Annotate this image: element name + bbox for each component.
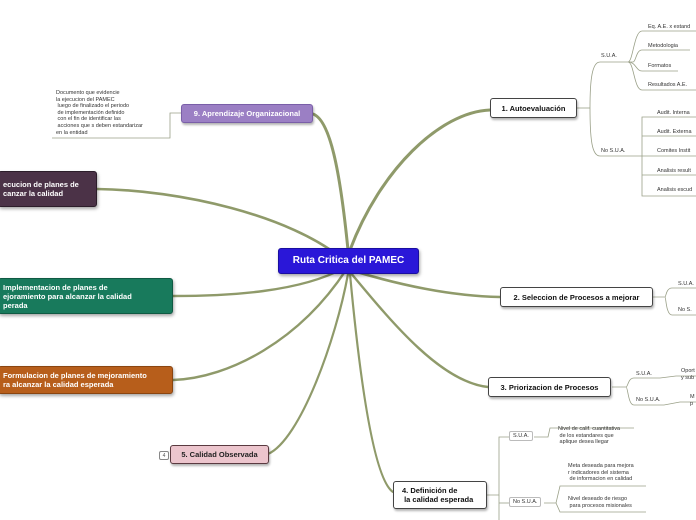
link-b5 bbox=[266, 272, 350, 456]
b1-sua-item[interactable]: Eq. A.E. x estand bbox=[648, 24, 691, 30]
link-b1 bbox=[348, 108, 492, 252]
link-b7 bbox=[171, 266, 346, 298]
b2-sua-label[interactable]: S.U.A. bbox=[678, 281, 694, 287]
b1-nosua-item[interactable]: Audit. Externa bbox=[657, 129, 692, 135]
b3-nosua-text[interactable]: M p bbox=[690, 394, 695, 407]
b1-sua-label[interactable]: S.U.A. bbox=[601, 53, 617, 59]
link-b9 bbox=[311, 112, 350, 252]
b4-nosua-text-2[interactable]: Nivel deseado de riesgo para procesos mi… bbox=[568, 496, 632, 509]
b1-sua-item[interactable]: Metodologia bbox=[648, 43, 678, 49]
b2-nosua-label[interactable]: No S. bbox=[678, 307, 692, 313]
b4-sua-text[interactable]: Nivel de calif. cuantitativa de los esta… bbox=[558, 426, 621, 446]
branch-calidad-observada[interactable]: 5. Calidad Observada bbox=[170, 445, 269, 464]
b1-nosua-item[interactable]: Audit. Interna bbox=[657, 110, 690, 116]
link-b2 bbox=[348, 268, 502, 299]
branch-implementacion-planes[interactable]: Implementacion de planes de ejoramiento … bbox=[0, 278, 173, 314]
branch-autoevaluacion[interactable]: 1. Autoevaluación bbox=[490, 98, 577, 118]
b4-sua-label[interactable]: S.U.A. bbox=[509, 431, 533, 441]
b1-nosua-item[interactable]: Comites Instit bbox=[657, 148, 691, 154]
b4-nosua-text-1[interactable]: Meta deseada para mejora r indicadores d… bbox=[568, 463, 634, 483]
b4-nosua-label[interactable]: No S.U.A. bbox=[509, 497, 542, 507]
b9-note[interactable]: Documento que evidencie la ejecucion del… bbox=[56, 90, 143, 136]
b1-sua-item[interactable]: Resultados A.E. bbox=[648, 82, 688, 88]
b1-nosua-label[interactable]: No S.U.A. bbox=[601, 148, 626, 154]
b3-nosua-label[interactable]: No S.U.A. bbox=[636, 397, 661, 403]
b3-sua-label[interactable]: S.U.A. bbox=[636, 371, 652, 377]
b1-sua-item[interactable]: Formatos bbox=[648, 63, 672, 69]
b1-nosua-item[interactable]: Analisis escud bbox=[657, 187, 693, 193]
link-b4 bbox=[348, 272, 395, 494]
branch-priorizacion-procesos[interactable]: 3. Priorizacion de Procesos bbox=[488, 377, 611, 397]
link-b8 bbox=[95, 187, 346, 262]
link-b6 bbox=[171, 268, 348, 382]
collapse-toggle[interactable]: 4 bbox=[159, 451, 169, 460]
b1-nosua-item[interactable]: Analisis result bbox=[657, 168, 691, 174]
branch-calidad-esperada[interactable]: 4. Definición de la calidad esperada bbox=[393, 481, 487, 509]
link-b3 bbox=[348, 270, 490, 389]
branch-seleccion-procesos[interactable]: 2. Seleccion de Procesos a mejorar bbox=[500, 287, 653, 307]
branch-ejecucion-planes[interactable]: ecucion de planes de canzar la calidad bbox=[0, 171, 97, 207]
b3-sua-text[interactable]: Oport y sub bbox=[681, 368, 695, 381]
branch-formulacion-planes[interactable]: Formulacion de planes de mejoramiento ra… bbox=[0, 366, 173, 394]
central-topic[interactable]: Ruta Critica del PAMEC bbox=[278, 248, 419, 274]
branch-aprendizaje-organizacional[interactable]: 9. Aprendizaje Organizacional bbox=[181, 104, 313, 123]
